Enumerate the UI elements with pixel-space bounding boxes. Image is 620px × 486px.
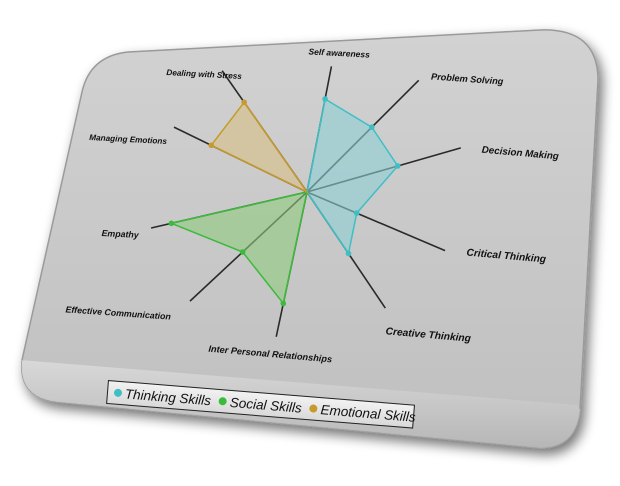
- data-point-social-skills-empathy: [168, 220, 175, 227]
- data-point-thinking-skills-decision-making: [394, 163, 401, 169]
- data-point-social-skills-inter-personal-relationships: [280, 300, 287, 307]
- data-point-emotional-skills-dealing-with-stress: [241, 99, 247, 106]
- axis-label-critical-thinking: Critical Thinking: [466, 248, 547, 266]
- data-point-thinking-skills-self-awareness: [322, 96, 328, 102]
- data-point-thinking-skills-critical-thinking: [353, 210, 360, 216]
- data-point-social-skills-effective-communication: [239, 249, 246, 255]
- legend-swatch-social-skills: [218, 396, 228, 406]
- axis-label-dealing-with-stress: Dealing with Stress: [166, 68, 242, 81]
- series-area-thinking-skills: [306, 97, 399, 256]
- axis-label-effective-communication: Effective Communication: [65, 304, 171, 321]
- legend-swatch-emotional-skills: [309, 404, 318, 413]
- axis-label-empathy: Empathy: [101, 228, 140, 240]
- axis-label-problem-solving: Problem Solving: [431, 71, 504, 86]
- axis-label-self-awareness: Self awareness: [308, 46, 370, 59]
- data-point-emotional-skills-managing-emotions: [208, 142, 215, 149]
- axis-label-managing-emotions: Managing Emotions: [89, 133, 168, 146]
- data-point-thinking-skills-problem-solving: [368, 124, 375, 131]
- series-area-social-skills: [168, 191, 308, 306]
- legend-item-emotional-skills: Emotional Skills: [309, 401, 416, 424]
- legend-label-thinking-skills: Thinking Skills: [124, 385, 212, 408]
- legend-item-thinking-skills: Thinking Skills: [113, 385, 212, 408]
- axis-label-creative-thinking: Creative Thinking: [385, 326, 472, 344]
- axis-label-decision-making: Decision Making: [481, 145, 559, 163]
- data-point-thinking-skills-creative-thinking: [345, 250, 352, 257]
- legend-label-emotional-skills: Emotional Skills: [320, 401, 417, 425]
- series-area-emotional-skills: [210, 101, 310, 194]
- axis-label-inter-personal-relationships: Inter Personal Relationships: [208, 344, 332, 365]
- legend-swatch-thinking-skills: [113, 388, 123, 398]
- legend-label-social-skills: Social Skills: [229, 394, 303, 416]
- legend-item-social-skills: Social Skills: [218, 393, 302, 415]
